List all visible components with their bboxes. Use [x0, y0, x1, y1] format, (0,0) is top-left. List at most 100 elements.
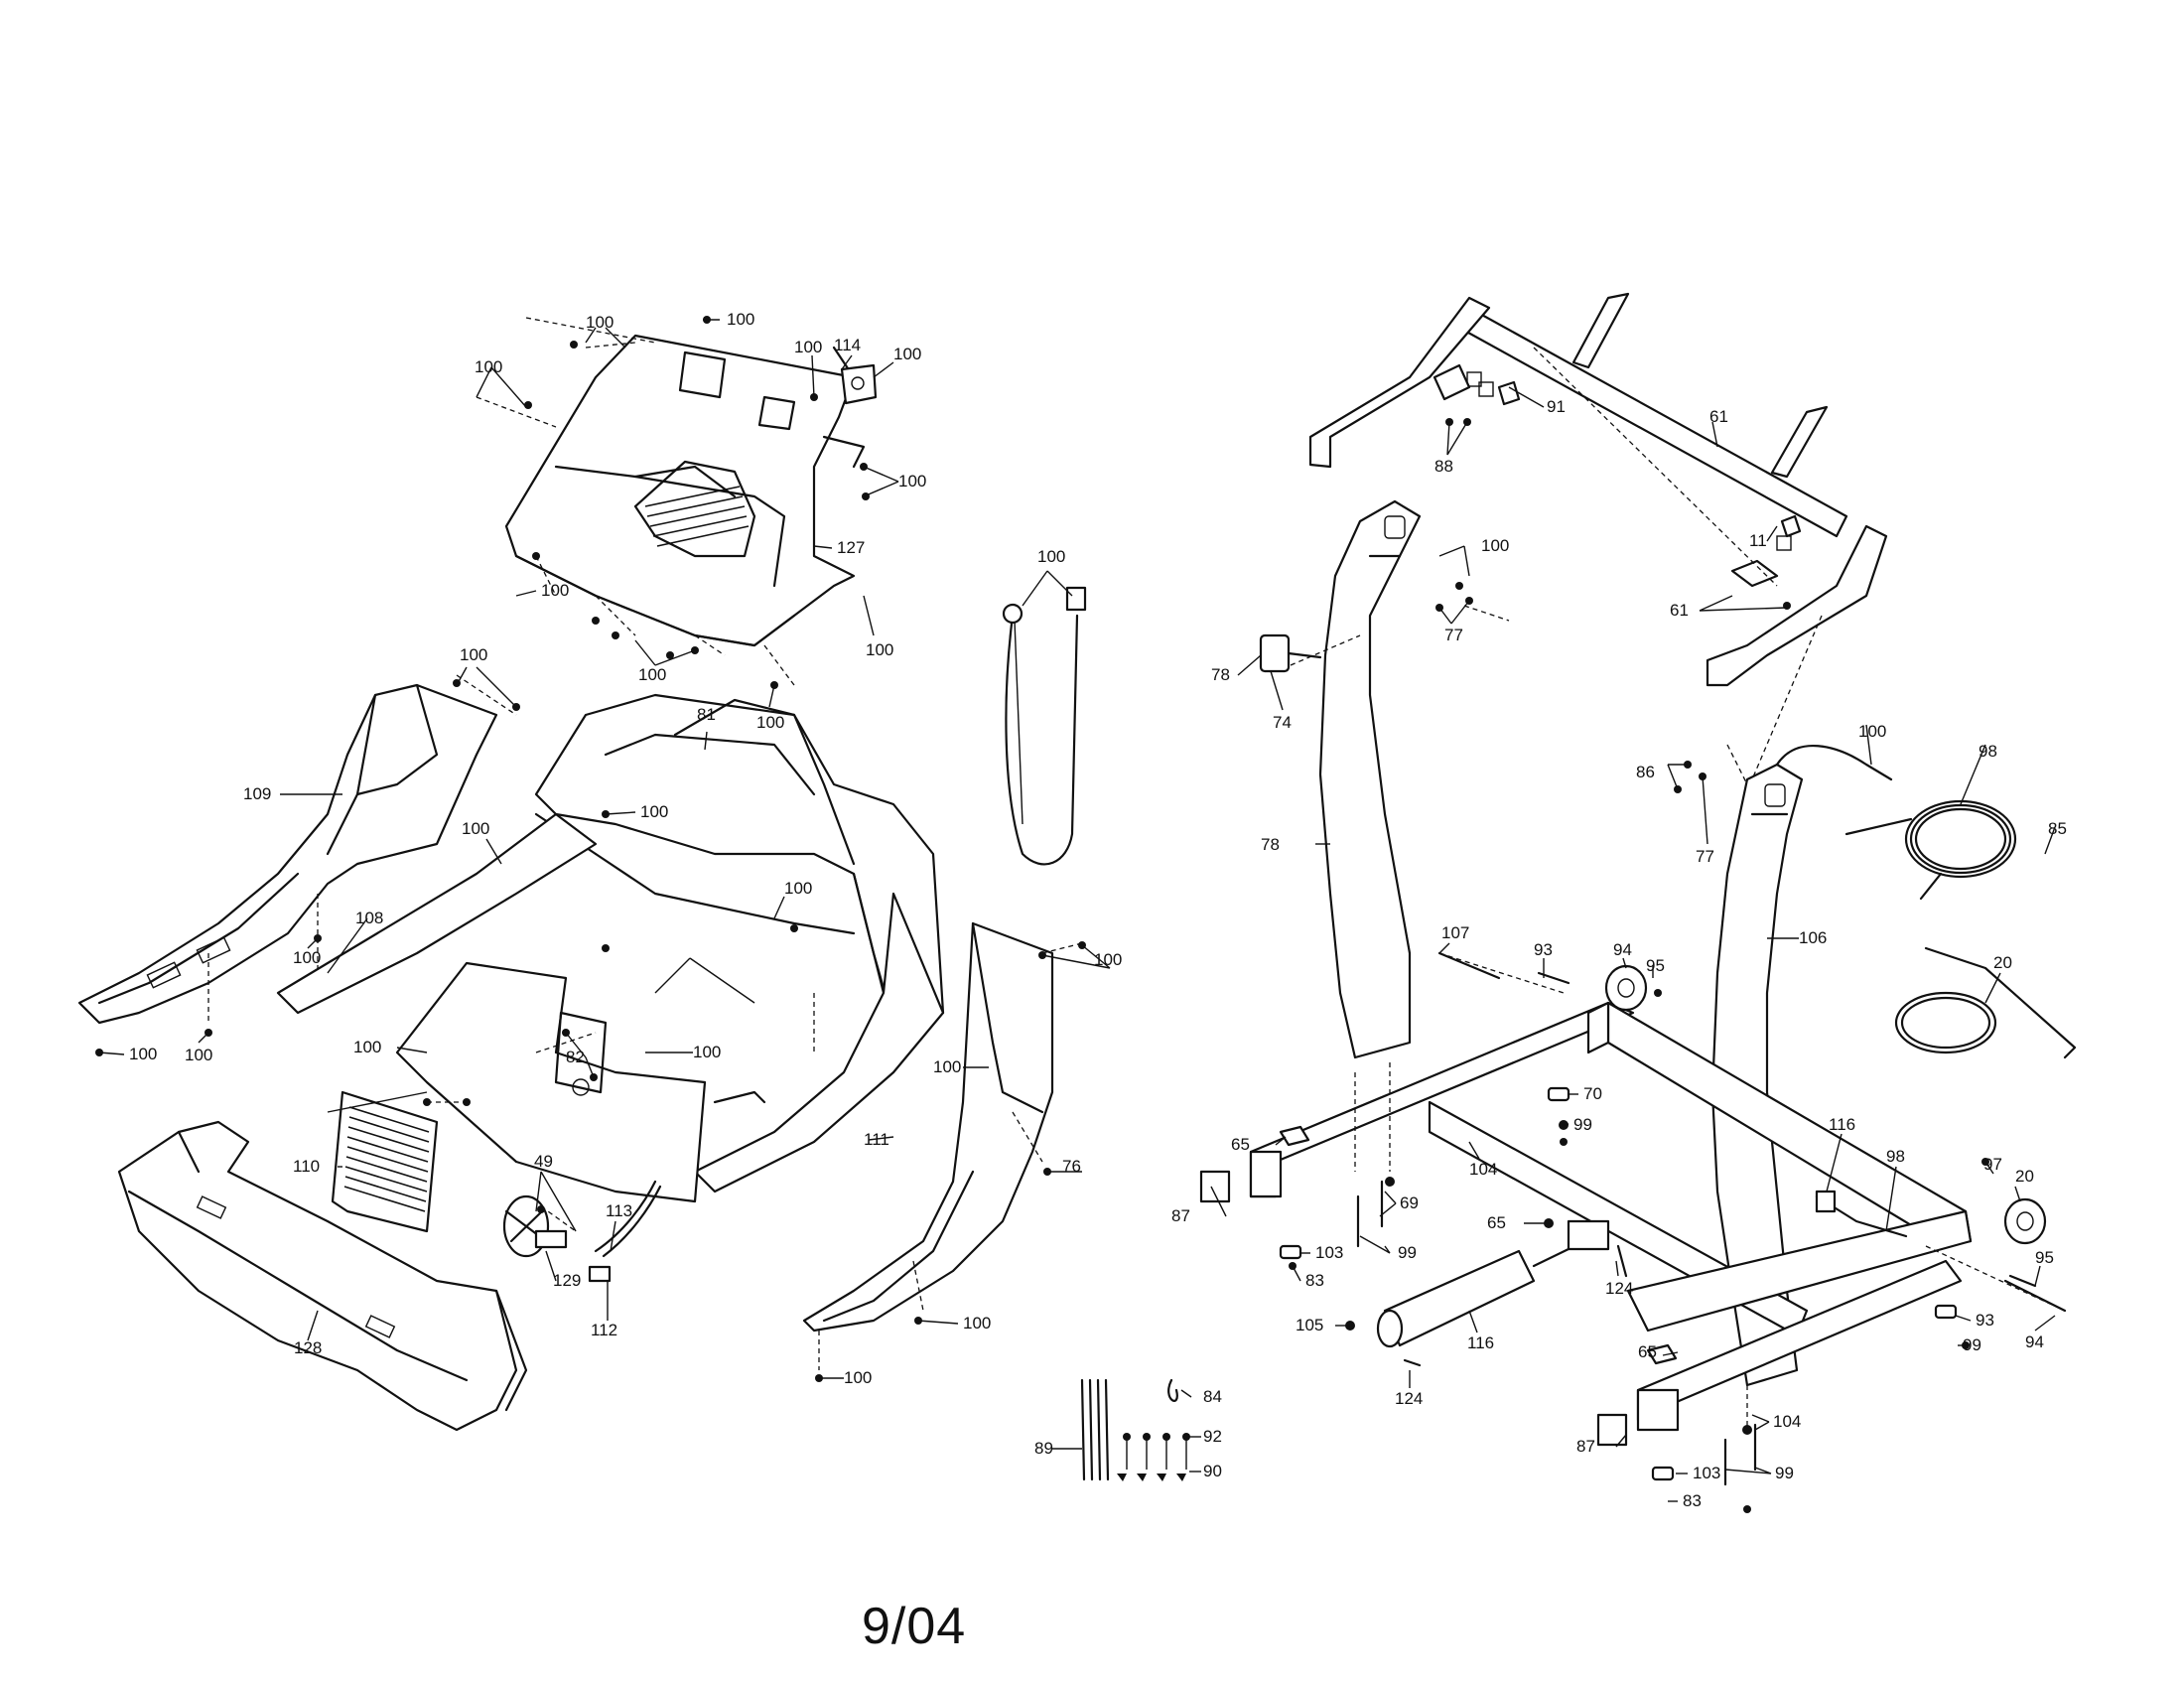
- callout-61: 91: [1547, 397, 1566, 416]
- callout-100: 100: [541, 581, 569, 600]
- part-69-base-frame: [1249, 1001, 1973, 1432]
- callout-74: 78: [1211, 665, 1230, 684]
- callout-99: 103: [1693, 1464, 1720, 1482]
- callout-78: 77: [1444, 626, 1463, 644]
- callout-116: 124: [1605, 1279, 1633, 1298]
- callout-106: 78: [1261, 835, 1280, 854]
- callout-69: 104: [1469, 1160, 1497, 1179]
- callout-76: 128: [294, 1338, 322, 1357]
- callout-128: 112: [591, 1321, 617, 1339]
- callout-95: 94: [1613, 940, 1632, 959]
- callout-113: 49: [534, 1152, 553, 1171]
- hardware-ties-group: [1080, 1378, 1190, 1481]
- callout-127: 127: [837, 538, 865, 557]
- leader-lines: [98, 319, 2056, 1502]
- callout-11: 74: [1273, 713, 1292, 732]
- part-61-bracket-upper: [1433, 363, 1521, 406]
- callout-85: 98: [1979, 742, 1997, 761]
- callout-91: 90: [1203, 1462, 1222, 1480]
- callout-65: 99: [1573, 1115, 1592, 1134]
- callout-labels: 100 100 100 114 100 100 100 127 100 100 …: [129, 310, 2067, 1510]
- callout-94: 95: [2035, 1248, 2054, 1267]
- part-108-left-rail: [276, 812, 598, 1015]
- callout-99: 93: [1976, 1311, 1994, 1330]
- part-76-base-cover: [117, 1120, 528, 1432]
- part-95-wheel-right: [2003, 1197, 2047, 1245]
- callout-93: 107: [1441, 923, 1469, 942]
- callout-104: 65: [1638, 1342, 1657, 1361]
- callout-100: 100: [898, 472, 926, 491]
- callout-100: 100: [893, 345, 921, 363]
- callout-88: 61: [1709, 407, 1728, 426]
- callout-20: 97: [1983, 1155, 2002, 1174]
- part-127-hood-cover: [504, 334, 866, 647]
- part-98-wire-upper: [1775, 744, 1893, 781]
- part-104-pad-right: [1646, 1343, 1678, 1365]
- callout-65: 83: [1683, 1491, 1702, 1510]
- callout-92: 89: [1034, 1439, 1053, 1458]
- callout-100: 100: [129, 1045, 157, 1063]
- callout-109: 109: [243, 784, 271, 803]
- callout-100: 100: [185, 1046, 212, 1064]
- part-109-left-upright-cover: [77, 683, 498, 1025]
- callout-20: 95: [1646, 956, 1665, 975]
- callout-105: 116: [1467, 1333, 1494, 1352]
- callout-100: 100: [640, 802, 668, 821]
- part-114-bracket: [840, 363, 878, 405]
- callout-90: 92: [1203, 1427, 1222, 1446]
- callout-100: 100: [1094, 950, 1122, 969]
- callout-87: 104: [1773, 1412, 1801, 1431]
- part-11-latch: [1259, 633, 1322, 673]
- callout-94: 93: [1534, 940, 1553, 959]
- callout-100: 61: [1670, 601, 1689, 620]
- callout-100: 100: [784, 879, 812, 898]
- callout-111: 100: [933, 1057, 961, 1076]
- callout-100: 100: [794, 338, 822, 356]
- callout-70: 20: [1993, 953, 2012, 972]
- callout-100: 100: [693, 1043, 721, 1061]
- part-49-fan-grille: [331, 1090, 439, 1233]
- callout-100: 82: [566, 1048, 585, 1066]
- callout-114: 114: [834, 336, 861, 354]
- callout-107: 106: [1799, 928, 1827, 947]
- bolt-markers: [1279, 951, 2067, 1486]
- callout-100: 88: [1434, 457, 1453, 476]
- callout-100: 100: [756, 713, 784, 732]
- part-104-pad-left: [1279, 1125, 1310, 1147]
- callout-100: 76: [1062, 1157, 1081, 1176]
- part-85-power-cord-coil: [1844, 799, 2017, 901]
- part-84-strap: [1002, 586, 1087, 866]
- callout-98: 116: [1829, 1115, 1855, 1134]
- callout-100: 100: [462, 819, 489, 838]
- callout-100: 100: [460, 645, 487, 664]
- callout-116: 124: [1395, 1389, 1423, 1408]
- callout-129: 113: [606, 1201, 632, 1220]
- callout-98: 100: [1858, 722, 1886, 741]
- callout-124: 65: [1487, 1213, 1506, 1232]
- callout-100: 100: [866, 640, 893, 659]
- callout-108: 108: [355, 909, 383, 927]
- part-98-wire-lower: [1815, 1190, 1908, 1238]
- callout-95: 20: [2015, 1167, 2034, 1186]
- revision-date: 9/04: [862, 1598, 967, 1655]
- part-81-console-frame: [534, 693, 945, 1025]
- callout-93: 94: [2025, 1333, 2044, 1351]
- callout-100: 100: [586, 313, 614, 332]
- callout-100: 100: [963, 1314, 991, 1333]
- part-103-end-cap-left: [1199, 1170, 1231, 1203]
- callout-100: 100: [475, 357, 502, 376]
- callout-99: 103: [1315, 1243, 1343, 1262]
- callout-100: 100: [293, 948, 321, 967]
- callout-100: 100: [727, 310, 754, 329]
- callout-104: 65: [1231, 1135, 1250, 1154]
- part-110-right-rail: [693, 892, 945, 1193]
- callout-78: 77: [1696, 847, 1714, 866]
- callout-49: 110: [293, 1157, 320, 1176]
- callout-65: 99: [1963, 1335, 1981, 1354]
- callout-112: 129: [553, 1271, 581, 1290]
- part-105-incline-motor: [1376, 1219, 1610, 1348]
- callout-81: 81: [697, 705, 716, 724]
- part-70-grounding-strap: [1894, 946, 2077, 1059]
- part-61-bracket-lower: [1730, 514, 1802, 588]
